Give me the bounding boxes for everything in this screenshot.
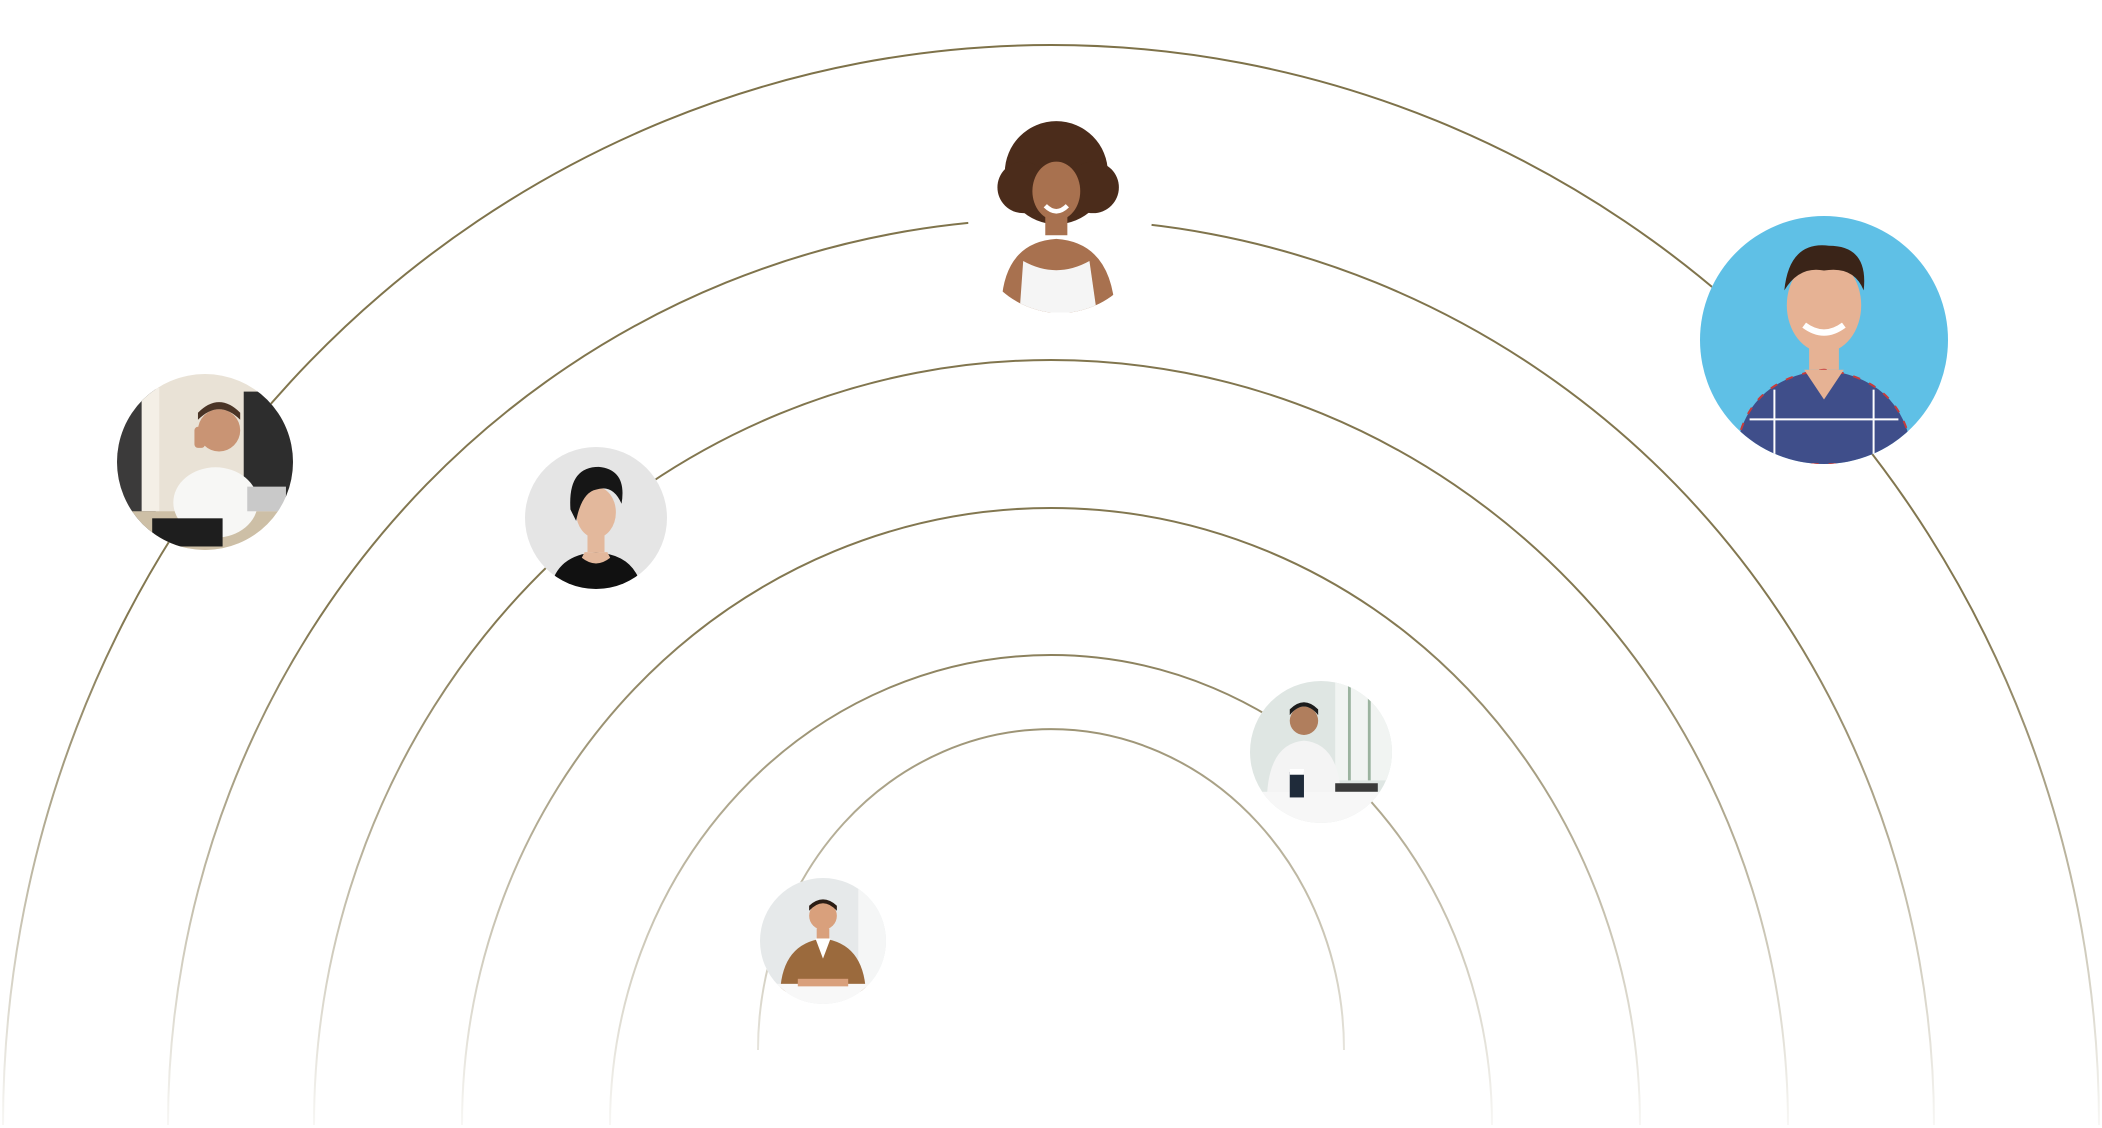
orbit-2: [167, 218, 1935, 1126]
avatar-man-plaid-shirt: [1700, 216, 1948, 464]
person-photo-icon: [525, 447, 667, 589]
person-photo-icon: [968, 117, 1152, 313]
avatar-man-brown-jacket: [760, 878, 886, 1004]
avatar-man-on-phone: [117, 374, 293, 550]
person-photo-icon: [760, 878, 886, 1004]
orbit-4: [461, 507, 1641, 1126]
person-photo-icon: [1250, 681, 1392, 823]
orbit-1: [2, 44, 2100, 1126]
person-photo-icon: [117, 374, 293, 550]
orbit-3: [313, 359, 1789, 1126]
orbit-5: [609, 654, 1493, 1126]
avatar-woman-short-hair: [525, 447, 667, 589]
avatar-man-at-desk: [1250, 681, 1392, 823]
avatar-woman-curly-hair: [968, 117, 1152, 313]
person-photo-icon: [1700, 216, 1948, 464]
